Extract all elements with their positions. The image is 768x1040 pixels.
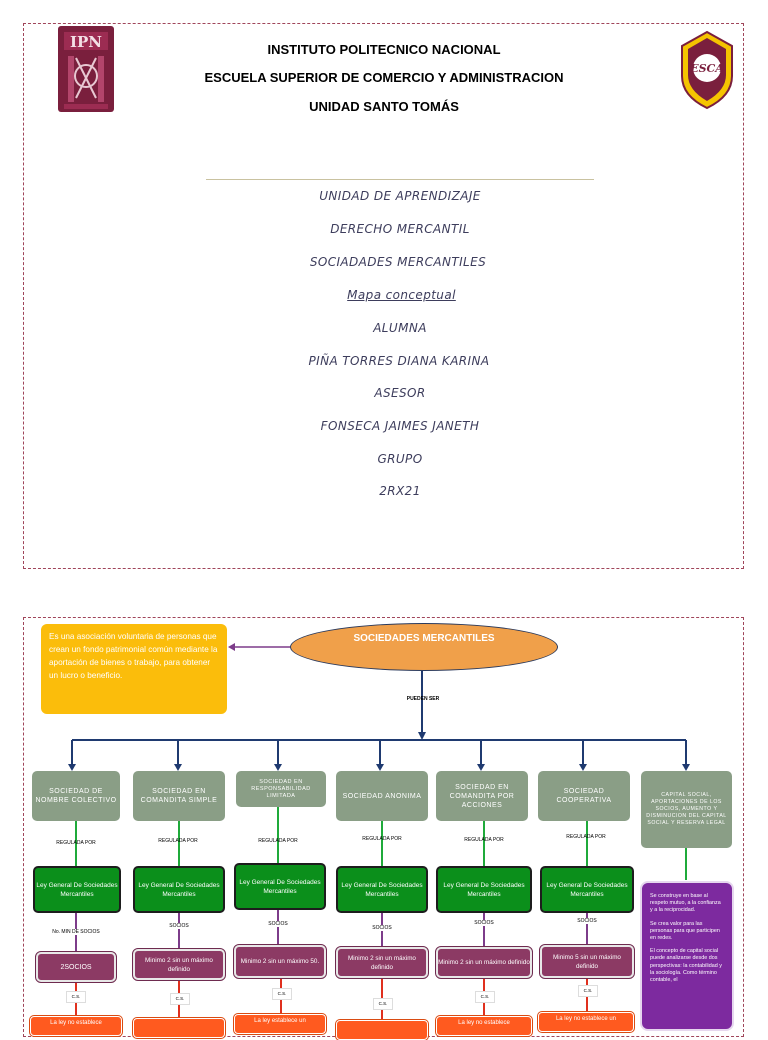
socios-label: SOCIOS xyxy=(367,925,397,931)
law-box: Ley General De Sociedades Mercantiles xyxy=(234,863,326,910)
cover-page-frame xyxy=(23,23,744,569)
socios-label: SOCIOS xyxy=(469,920,499,926)
capital-text-paragraph: El concepto de capital social puede anal… xyxy=(650,948,722,984)
line-group-value: 2RX21 xyxy=(379,484,421,498)
svg-text:ESCA: ESCA xyxy=(689,62,724,75)
capital-social-description: Se construye en base al respeto mutuo, a… xyxy=(640,881,734,1031)
min-socios-box: Minimo 2 sin un máximo definido xyxy=(132,948,226,981)
type-nombre-colectivo: SOCIEDAD DE NOMBRE COLECTIVO xyxy=(32,771,120,821)
law-box: Ley General De Sociedades Mercantiles xyxy=(540,866,634,913)
cs-label: C.S. xyxy=(373,998,393,1010)
socios-label: SOCIOS xyxy=(572,918,602,924)
min-socios-box: Minimo 2 sin un máximo definido xyxy=(435,946,533,979)
root-node-oval: SOCIEDADES MERCANTILES xyxy=(290,623,558,671)
cs-detail-box: La ley no establece xyxy=(29,1015,123,1037)
esca-logo-icon: ESCA xyxy=(681,30,733,110)
type-comandita-acciones: SOCIEDAD EN COMANDITA POR ACCIONES xyxy=(436,771,528,821)
cs-label: C.S. xyxy=(475,991,495,1003)
line-student-name: PIÑA TORRES DIANA KARINA xyxy=(308,354,490,368)
socios-label: No. MIN DE SOCIOS xyxy=(44,929,108,935)
ipn-logo-icon: IPN xyxy=(58,26,114,112)
type-responsabilidad-limitada: SOCIEDAD EN RESPONSABILIDAD LIMITADA xyxy=(236,771,326,807)
law-box: Ley General De Sociedades Mercantiles xyxy=(33,866,121,913)
cs-label: C.S. xyxy=(578,985,598,997)
socios-label: SOCIOS xyxy=(164,923,194,929)
law-box: Ley General De Sociedades Mercantiles xyxy=(133,866,225,913)
cs-detail-box: La ley no establece xyxy=(435,1015,533,1037)
type-anonima: SOCIEDAD ANONIMA xyxy=(336,771,428,821)
header-unit: UNIDAD SANTO TOMÁS xyxy=(309,99,459,114)
cs-detail-box xyxy=(335,1019,429,1040)
law-box: Ley General De Sociedades Mercantiles xyxy=(336,866,428,913)
cs-detail-box: La ley establece un xyxy=(233,1013,327,1035)
line-grupo-label: GRUPO xyxy=(377,452,423,466)
regulada-por-label: REGULADA POR xyxy=(56,840,96,846)
capital-text-paragraph: Se crea valor para las personas para que… xyxy=(650,920,720,942)
regulada-por-label: REGULADA POR xyxy=(362,836,402,842)
type-capital-social: CAPITAL SOCIAL, APORTACIONES DE LOS SOCI… xyxy=(641,771,732,848)
line-document-type: Mapa conceptual xyxy=(347,288,456,302)
cs-label: C.S. xyxy=(272,988,292,1000)
svg-text:IPN: IPN xyxy=(70,33,102,51)
min-socios-box: Minimo 2 sin un máximo definido xyxy=(335,946,429,979)
cs-label: C.S. xyxy=(66,991,86,1003)
regulada-por-label: REGULADA POR xyxy=(464,837,504,843)
cs-detail-box: La ley no establece un xyxy=(537,1011,635,1033)
law-box: Ley General De Sociedades Mercantiles xyxy=(436,866,532,913)
min-socios-box: Minimo 2 sin un máximo 50. xyxy=(233,944,327,979)
line-unidad-aprendizaje: UNIDAD DE APRENDIZAJE xyxy=(319,189,481,203)
line-advisor-name: FONSECA JAIMES JANETH xyxy=(320,419,480,433)
line-alumna-label: ALUMNA xyxy=(373,321,427,335)
regulada-por-label: REGULADA POR xyxy=(158,838,198,844)
separator-line xyxy=(206,179,594,180)
definition-box: Es una asociación voluntaria de personas… xyxy=(41,624,227,714)
line-topic: SOCIADADES MERCANTILES xyxy=(309,255,487,269)
cs-label: C.S. xyxy=(170,993,190,1005)
type-comandita-simple: SOCIEDAD EN COMANDITA SIMPLE xyxy=(133,771,225,821)
header-school: ESCUELA SUPERIOR DE COMERCIO Y ADMINISTR… xyxy=(204,70,564,85)
min-socios-box: 2SOCIOS xyxy=(35,951,117,983)
header-institution: INSTITUTO POLITECNICO NACIONAL xyxy=(267,42,501,57)
cs-detail-box xyxy=(132,1017,226,1039)
socios-label: SOCIOS xyxy=(263,921,293,927)
type-cooperativa: SOCIEDAD COOPERATIVA xyxy=(538,771,630,821)
min-socios-box: Minimo 5 sin un máximo definido xyxy=(539,944,635,979)
regulada-por-label: REGULADA POR xyxy=(258,838,298,844)
pueden-ser-label: PUEDEN SER xyxy=(406,696,440,702)
line-subject: DERECHO MERCANTIL xyxy=(330,222,470,236)
regulada-por-label: REGULADA POR xyxy=(566,834,606,840)
capital-text-paragraph: Se construye en base al respeto mutuo, a… xyxy=(650,893,721,914)
line-asesor-label: ASESOR xyxy=(374,386,426,400)
